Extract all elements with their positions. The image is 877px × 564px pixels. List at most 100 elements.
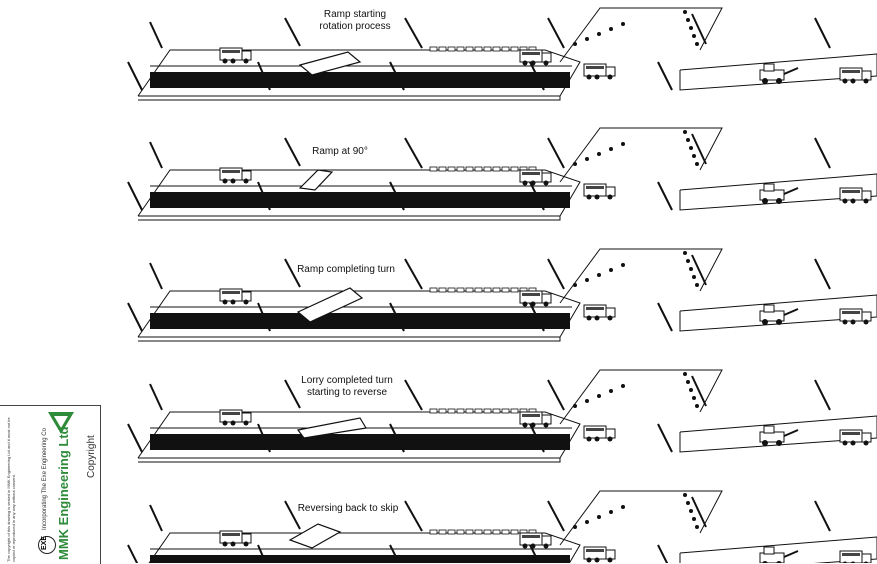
chain-link [501,287,510,293]
bollard [597,152,601,156]
chain-link [474,46,483,52]
stage-5 [127,490,877,563]
chain-link [447,408,456,414]
bollard [621,263,625,267]
chain-link [474,529,483,535]
bollard [695,162,699,166]
chain-link [510,166,519,172]
chain-link [447,166,456,172]
support-post [547,258,565,290]
support-post [529,302,545,332]
support-post [149,383,163,411]
exe-badge-icon [38,536,56,554]
stage-2-caption: Ramp at 90° [295,146,385,158]
turning-bay-outline [559,127,723,183]
copyright-label: Copyright [86,435,97,478]
bollard [609,389,613,393]
support-post [691,254,707,286]
lorry [519,169,552,186]
stage-3-caption-line-1: Ramp completing turn [297,264,395,275]
bollard [621,505,625,509]
support-post [149,262,163,290]
platform-outline [148,532,581,563]
chain-link [483,46,492,52]
platform-outline [137,290,581,338]
chain-link [501,46,510,52]
bollard [692,154,696,158]
mmk-logo-icon [48,412,74,434]
platform-edge [138,215,561,221]
conveyor-belt [150,192,570,208]
chain-link [429,529,438,535]
chain-link [429,287,438,293]
chain-link [510,287,519,293]
support-post [284,258,301,288]
conveyor-belt [150,72,570,88]
support-post [529,61,545,91]
stage-2 [127,127,877,221]
bollard [597,394,601,398]
support-post [529,181,545,211]
chain-link [438,46,447,52]
turning-bay-outline [559,248,723,304]
chain-link [492,529,501,535]
chain-link [492,46,501,52]
support-post [284,137,301,167]
skip-lorry [583,425,616,442]
conveyor-belt [150,313,570,329]
support-post [127,544,139,563]
bollard [689,509,693,513]
chain-link [474,287,483,293]
stage-1 [127,7,877,101]
support-post [389,181,405,211]
chain-link [456,408,465,414]
bollard [609,27,613,31]
wheel-loader [759,304,799,326]
support-post [127,423,143,453]
chain-link [456,46,465,52]
support-post [657,61,673,91]
roadway-band [679,53,877,91]
bollard [695,42,699,46]
bollard [683,130,687,134]
bollard [683,10,687,14]
support-post [657,423,673,453]
lorry [519,49,552,66]
bollard [686,380,690,384]
chain-link [510,529,519,535]
bollard [573,525,577,529]
support-post [404,17,423,49]
parked-truck [839,67,872,84]
stage-2-caption-line-1: Ramp at 90° [312,146,368,157]
rotating-ramp [296,287,364,323]
parked-truck [839,550,872,563]
platform-edge [138,95,561,101]
chain-link [456,529,465,535]
bollard [621,384,625,388]
platform-outline [137,49,581,97]
company-name: MMK Engineering Ltd [56,426,71,560]
chain-link [492,287,501,293]
bollard [573,162,577,166]
chain-link [465,408,474,414]
bollard [689,267,693,271]
bollard [597,32,601,36]
support-post [389,544,401,563]
support-post [389,61,405,91]
bollard [573,42,577,46]
chain-link [483,287,492,293]
bollard [585,157,589,161]
chain-link [510,408,519,414]
roadway-band [679,294,877,332]
support-post [529,544,541,563]
support-post [404,258,423,290]
parked-truck [839,429,872,446]
bollard [621,142,625,146]
bollard [683,493,687,497]
support-post [149,21,163,49]
support-post [547,17,565,49]
support-post [657,181,673,211]
support-post [814,500,831,532]
bollard [683,372,687,376]
